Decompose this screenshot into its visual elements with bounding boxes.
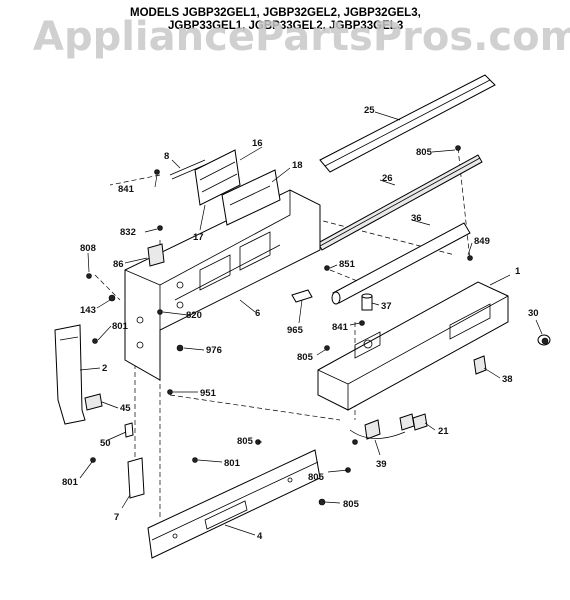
part-50-clip [124, 422, 134, 438]
callout-37: 37 [381, 301, 392, 312]
part-965-clip [291, 289, 313, 303]
callout-841-left: 841 [118, 184, 135, 195]
callout-841-mid: 841 [332, 322, 349, 333]
part-45-bracket [84, 393, 103, 411]
callout-50: 50 [100, 438, 111, 449]
callout-805-top: 805 [416, 147, 433, 158]
callout-86: 86 [113, 259, 124, 270]
callout-38: 38 [502, 374, 513, 385]
callout-976: 976 [206, 345, 222, 356]
callout-805-mid: 805 [297, 352, 314, 363]
diagram-title-line2: JGBP33GEL1, JGBP33GEL2, JGBP33GEL3 [168, 20, 403, 32]
part-30-knob [537, 334, 551, 346]
screws [86, 145, 473, 506]
callout-849: 849 [474, 236, 490, 247]
callout-2: 2 [102, 363, 107, 374]
callout-17: 17 [193, 232, 204, 243]
callout-8: 8 [164, 151, 169, 162]
callout-21: 21 [438, 426, 449, 437]
callout-7: 7 [114, 512, 119, 523]
callout-801-lower: 801 [224, 458, 241, 469]
callout-805-bottom-left: 805 [308, 472, 325, 483]
part-2-side-panel [54, 324, 86, 425]
part-18-bracket [221, 169, 281, 226]
callout-805-lower: 805 [237, 436, 254, 447]
callout-808: 808 [80, 243, 96, 254]
part-39-harness [349, 419, 406, 440]
callout-805-bottom-right: 805 [343, 499, 360, 510]
callout-25: 25 [364, 105, 375, 116]
callout-4: 4 [257, 531, 263, 542]
callout-36: 36 [411, 213, 422, 224]
callout-39: 39 [376, 459, 387, 470]
part-1-control-panel [317, 281, 509, 411]
part-38-clip [473, 355, 487, 375]
callout-30: 30 [528, 308, 539, 319]
part-26-trim-rail [317, 154, 483, 251]
leader-lines [79, 111, 543, 536]
callout-801-left: 801 [62, 477, 79, 488]
callout-851: 851 [339, 259, 356, 270]
part-4-lower-panel [147, 449, 321, 559]
callout-6: 6 [255, 308, 260, 319]
callout-143: 143 [80, 305, 96, 316]
diagram-title-line1: MODELS JGBP32GEL1, JGBP32GEL2, JGBP32GEL… [130, 7, 421, 19]
callout-832: 832 [120, 227, 136, 238]
callout-801-upper: 801 [112, 321, 129, 332]
part-6-main-frame [124, 189, 321, 381]
part-36-tube [331, 222, 471, 305]
part-7-side-bracket [127, 457, 145, 499]
callout-45: 45 [120, 403, 131, 414]
part-21-switch [399, 413, 428, 431]
callout-951: 951 [200, 388, 217, 399]
part-86-bracket [147, 243, 165, 267]
callout-1-panel: 1 [515, 266, 521, 277]
part-8-rod [169, 159, 208, 180]
callout-18: 18 [292, 160, 303, 171]
part-callouts: 25 16 8 805 18 841 26 17 832 36 849 808 … [62, 105, 539, 542]
callout-820: 820 [186, 310, 202, 321]
callout-16: 16 [252, 138, 263, 149]
part-37-cylinder [361, 293, 373, 311]
watermark: AppliancePartsPros.com [33, 14, 570, 60]
callout-965: 965 [287, 325, 304, 336]
callout-26: 26 [382, 173, 393, 184]
part-25-top-trim [319, 74, 496, 173]
part-16-bracket [194, 149, 241, 206]
